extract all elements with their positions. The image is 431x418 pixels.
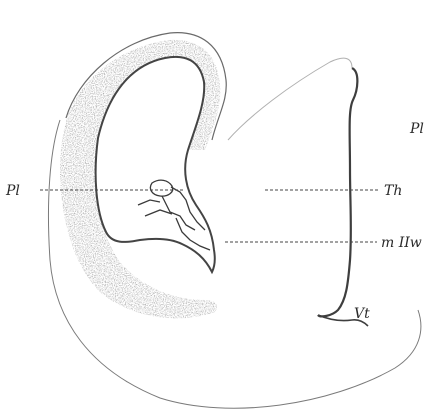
right-fiber bbox=[228, 58, 352, 140]
label-vt: Vt bbox=[354, 306, 370, 322]
label-pl-left: Pl bbox=[5, 183, 20, 199]
label-pl-right: Pl bbox=[409, 121, 424, 137]
label-th: Th bbox=[384, 183, 402, 199]
label-m-iiw: m IIw bbox=[381, 235, 422, 251]
right-contour bbox=[318, 68, 357, 316]
